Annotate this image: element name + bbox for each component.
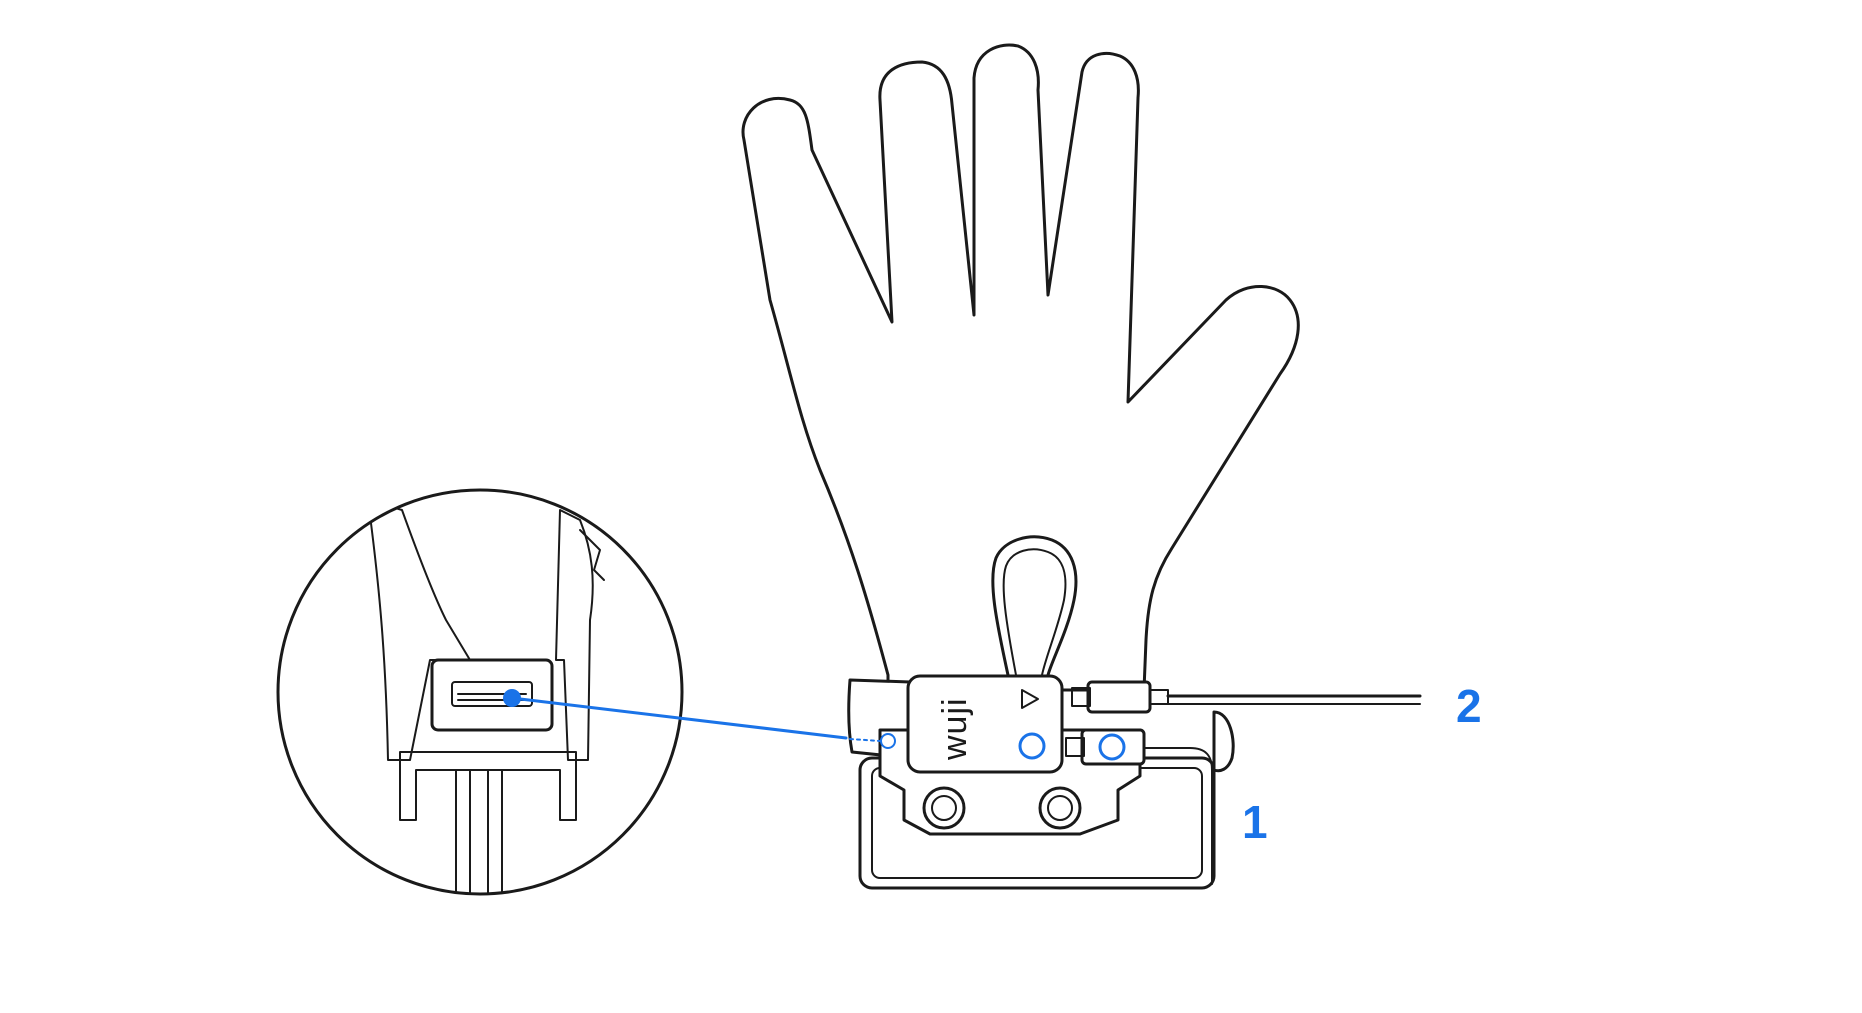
glove-outline xyxy=(741,43,1300,692)
lower-connector-marker xyxy=(1098,733,1126,761)
upper-connector-body xyxy=(1086,680,1152,714)
play-icon xyxy=(1021,689,1039,709)
callout-label-2: 2 xyxy=(1456,680,1482,732)
callout-label-1: 1 xyxy=(1242,796,1268,848)
inset-right-housing xyxy=(555,509,594,761)
inset-clip xyxy=(579,529,605,581)
upper-connector-boot xyxy=(1149,689,1169,705)
lower-connector-neck xyxy=(1065,737,1085,757)
magnified-inset xyxy=(276,488,684,896)
cable-reel xyxy=(1212,710,1235,773)
inset-connector-slot xyxy=(451,681,533,707)
callout-leader-dotted xyxy=(849,738,881,742)
device-loop xyxy=(991,535,1078,677)
screw-left-inner xyxy=(931,795,957,821)
lower-cable xyxy=(1143,747,1213,885)
module-port-marker xyxy=(1018,732,1046,760)
screw-right xyxy=(1038,786,1082,830)
screw-right-inner xyxy=(1047,795,1073,821)
upper-connector-neck xyxy=(1071,687,1091,707)
wrist-module xyxy=(906,674,1064,774)
inset-bracket xyxy=(399,751,577,821)
device-logo: wuji xyxy=(936,697,974,761)
inset-left-housing xyxy=(367,499,471,761)
device-loop-inner xyxy=(1002,548,1067,676)
screw-left xyxy=(922,786,966,830)
inset-rails xyxy=(455,769,503,894)
callout-leader-line xyxy=(510,696,848,740)
